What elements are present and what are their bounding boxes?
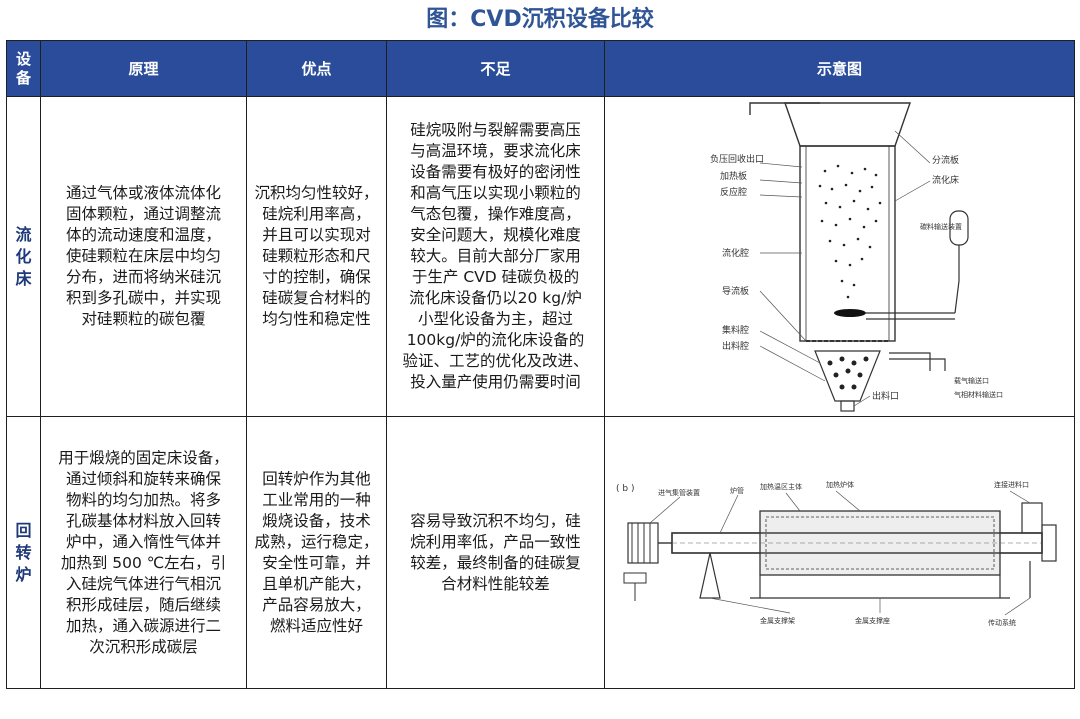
label-heating-plate: 加热板 (720, 170, 747, 182)
text-line: 较大。目前大部分厂家用 (410, 247, 581, 265)
header-advantages: 优点 (246, 40, 387, 97)
cell-principle-fluidized-bed: 通过气体或液体流体化固体颗粒，通过调整流体的流动速度和温度， 使硅颗粒在床层中均匀… (40, 96, 247, 417)
text-line: 较差，最终制备的硅碳复 (410, 553, 581, 572)
label-negative-outlet: 负压回收出口 (710, 153, 764, 165)
page-title: 图：CVD沉积设备比较 (426, 7, 654, 32)
cell-shortcomings-fluidized-bed: 硅烷吸附与裂解需要高压与高温环境，要求流化床设备需要有极好的密闭性和高气压以实现… (386, 96, 605, 417)
label-reaction-chamber: 反应腔 (720, 186, 747, 198)
label-guide-plate: 导流板 (722, 285, 749, 297)
cell-advantages-rotary-furnace: 回转炉作为其他工业常用的一种煅烧设备，技术成熟，运行稳定， 安全性可靠，并且单机产… (246, 416, 387, 689)
label-carbon-feeder: 碳料输送装置 (920, 222, 962, 231)
text-line: 沉积均匀性较好， (254, 184, 379, 202)
text-line: 加热，通入碳源进行二 (65, 616, 221, 635)
label-discharge-chamber: 出料腔 (722, 340, 749, 352)
text-line: 通过气体或液体流体化 (65, 184, 221, 202)
text-line: 和高气压以实现小颗粒的 (410, 184, 581, 202)
text-line: 入硅烷气体进行气相沉 (65, 574, 221, 593)
text-line: 工业常用的一种 (262, 490, 371, 509)
text-line: 通过倾斜和旋转来确保 (65, 469, 221, 488)
label-support-base: 金属支撑座 (855, 616, 890, 625)
text-line: 寸的控制，确保 (262, 268, 371, 286)
cell-advantages-fluidized-bed: 沉积均匀性较好， 硅烷利用率高， 并且可以实现对硅颗粒形态和尺寸的控制，确保硅碳复合… (246, 96, 387, 417)
table-row-fluidized-bed: 流化床 通过气体或液体流体化固体颗粒，通过调整流体的流动速度和温度， 使硅颗粒在床… (6, 96, 1075, 417)
text-line: 燃料适应性好 (269, 616, 363, 635)
text-line: 并且可以实现对 (262, 226, 371, 244)
text-line: 硅烷吸附与裂解需要高压 (410, 121, 581, 139)
label-collector-chamber: 集料腔 (722, 324, 749, 336)
row-name-fluidized-bed: 流化床 (6, 96, 41, 417)
text-line: 硅颗粒形态和尺 (262, 247, 371, 265)
label-tag-b: ( b ) (616, 484, 634, 494)
text-line: 小型化设备为主，超过 (417, 310, 573, 328)
table-row-rotary-furnace: 回转炉 用于煅烧的固定床设备， 通过倾斜和旋转来确保物料的均匀加热。将多孔碳基体材… (6, 416, 1075, 689)
label-furnace-tube: 炉管 (730, 486, 744, 495)
text-line: 硅烷利用率高， (262, 205, 371, 223)
text-line: 与高温环境，要求流化床 (410, 142, 581, 160)
comparison-table: 设备 原理 优点 不足 示意图 流化床 通过气体或液体流体化固体颗粒，通过调整流… (6, 40, 1075, 689)
cell-diagram-rotary-furnace: ( b ) (604, 416, 1075, 689)
text-line: 物料的均匀加热。将多 (65, 490, 221, 509)
cell-shortcomings-rotary-furnace: 容易导致沉积不均匀，硅烷利用率低，产品一致性较差，最终制备的硅碳复合材料性能较差 (386, 416, 605, 689)
label-support-frame: 金属支撑架 (760, 616, 795, 625)
text-line: 积到多孔碳中，并实现 (65, 289, 221, 307)
header-diagram: 示意图 (604, 40, 1075, 97)
text-line: 次沉积形成碳层 (89, 637, 198, 656)
label-inlet-device: 进气集管装置 (658, 488, 700, 497)
text-line: 容易导致沉积不均匀，硅 (410, 511, 581, 530)
rotary-furnace-diagram: ( b ) (616, 480, 1057, 627)
text-line: 均匀性和稳定性 (262, 310, 371, 328)
label-heating-zone: 加热温区主体 (760, 482, 802, 491)
label-carrier-gas-port: 载气输送口 (954, 376, 989, 385)
label-furnace-body: 加热炉体 (826, 480, 854, 489)
text-line: 分布，进而将纳米硅沉 (65, 268, 221, 286)
label-gas-material-port: 气相材料输送口 (954, 390, 1003, 399)
header-shortcomings: 不足 (386, 40, 605, 97)
text-line: 合材料性能较差 (441, 574, 550, 593)
text-line: 固体颗粒，通过调整流 (65, 205, 221, 223)
label-fluid-chamber: 流化腔 (722, 247, 749, 259)
cell-diagram-fluidized-bed: 负压回收出口 加热板 反应腔 分流板 流化床 碳料输送装置 流化腔 导流板 集料… (604, 96, 1075, 417)
text-line: 流化床设备仍以20 kg/炉 (409, 289, 582, 307)
text-line: 烷利用率低，产品一致性 (410, 532, 581, 551)
text-line: 于生产 CVD 硅碳负极的 (411, 268, 580, 286)
header-equipment: 设备 (6, 40, 41, 97)
text-line: 孔碳基体材料放入回转 (65, 511, 221, 530)
text-line: 对硅颗粒的碳包覆 (81, 310, 206, 328)
label-fluidized-bed: 流化床 (932, 174, 959, 186)
header-principle: 原理 (40, 40, 247, 97)
fluidized-bed-diagram: 负压回收出口 加热板 反应腔 分流板 流化床 碳料输送装置 流化腔 导流板 集料… (710, 101, 1003, 412)
text-line: 体的流动速度和温度， (65, 226, 221, 244)
text-line: 用于煅烧的固定床设备， (58, 448, 229, 467)
text-line: 硅碳复合材料的 (262, 289, 371, 307)
text-line: 加热到 500 ℃左右，引 (60, 553, 227, 572)
text-line: 设备需要有极好的密闭性 (410, 163, 581, 181)
text-line: 使硅颗粒在床层中均匀 (65, 247, 221, 265)
text-line: 回转炉作为其他 (262, 469, 371, 488)
particle-cloud (818, 164, 881, 298)
text-line: 投入量产使用仍需要时间 (410, 373, 581, 391)
label-feed-port: 连接进料口 (994, 480, 1029, 489)
text-line: 100kg/炉的流化床设备的 (406, 331, 585, 349)
row-name-rotary-furnace: 回转炉 (6, 416, 41, 689)
header-row: 设备 原理 优点 不足 示意图 (6, 40, 1075, 97)
text-line: 炉中，通入惰性气体并 (65, 532, 221, 551)
text-line: 产品容易放大， (262, 595, 371, 614)
text-line: 成熟，运行稳定， (254, 532, 379, 551)
text-line: 气态包覆，操作难度高， (410, 205, 581, 223)
text-line: 验证、工艺的优化及改进、 (402, 352, 589, 370)
label-discharge-port: 出料口 (872, 390, 899, 402)
label-drive-system: 传动系统 (988, 618, 1016, 627)
text-line: 安全问题大，规模化难度 (410, 226, 581, 244)
text-line: 积形成硅层，随后继续 (65, 595, 221, 614)
text-line: 安全性可靠，并 (262, 553, 371, 572)
cell-principle-rotary-furnace: 用于煅烧的固定床设备， 通过倾斜和旋转来确保物料的均匀加热。将多孔碳基体材料放入回… (40, 416, 247, 689)
text-line: 且单机产能大， (262, 574, 371, 593)
text-line: 煅烧设备，技术 (262, 511, 371, 530)
label-distributor-plate: 分流板 (932, 154, 959, 166)
